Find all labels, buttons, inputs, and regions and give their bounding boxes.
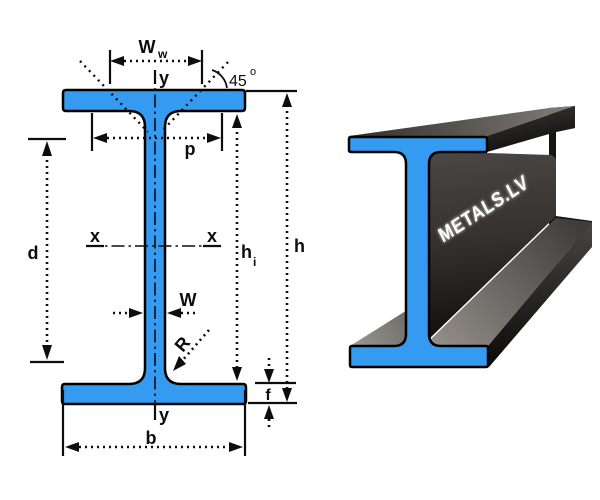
arrowhead — [188, 56, 202, 66]
label-d: d — [28, 243, 39, 263]
dimension-r: R — [171, 329, 210, 371]
dimension-d: d — [28, 137, 66, 364]
dimension-b: b — [61, 390, 247, 456]
arrowhead — [264, 405, 274, 419]
arrowhead — [65, 442, 79, 452]
dimension-hi: h i — [232, 114, 256, 381]
cross-section-diagram: W w y 45 o p d — [28, 37, 305, 456]
beam-top-flange-tip-face — [487, 106, 575, 152]
arrowhead — [282, 388, 292, 402]
weld-diagonal-right — [161, 61, 229, 132]
arrowhead — [232, 114, 242, 128]
arrowhead — [42, 345, 52, 360]
label-f: f — [265, 387, 271, 404]
label-ww-sub: w — [157, 47, 168, 61]
label-y-top: y — [159, 68, 169, 88]
label-h: h — [294, 236, 305, 256]
arrowhead — [282, 93, 292, 107]
arrowhead — [93, 133, 107, 143]
arrowhead — [129, 308, 143, 318]
angle-arc — [211, 69, 228, 89]
dimension-p: p — [90, 113, 224, 159]
label-hi: h — [241, 242, 252, 262]
label-b: b — [146, 428, 157, 448]
arrowhead — [173, 356, 186, 371]
beam-top-surface — [349, 106, 575, 136]
profile-shape — [60, 88, 248, 406]
beam-bottom-surface-left — [350, 307, 412, 346]
label-ww: W — [139, 37, 156, 57]
dimension-f: f — [255, 358, 296, 430]
label-x-right: x — [207, 226, 217, 246]
dimension-h: h — [246, 89, 305, 405]
arrowhead — [264, 369, 274, 383]
label-45: 45 — [229, 73, 247, 90]
beam-web-face — [429, 153, 556, 339]
label-y-bottom: y — [159, 405, 169, 425]
arrowhead — [42, 141, 52, 156]
label-45-degree: o — [250, 66, 256, 78]
arrowhead — [167, 308, 181, 318]
angle-45: 45 o — [211, 66, 256, 90]
beam-3d-render: METALS.LV METALS.LV — [347, 106, 592, 369]
arrowhead — [229, 442, 243, 452]
label-hi-sub: i — [253, 255, 256, 269]
arrowhead — [207, 133, 221, 143]
dimension-ww: W w — [108, 37, 204, 84]
beam-bottom-surface-right — [429, 218, 592, 346]
label-w: W — [180, 290, 197, 310]
label-x-left: x — [90, 226, 100, 246]
label-p: p — [185, 139, 196, 159]
beam-front-face — [347, 135, 490, 369]
arrowhead — [232, 367, 242, 381]
dimension-w: W — [113, 290, 197, 318]
beam-bottom-flange-tip-face — [488, 222, 592, 367]
x-axis-labels: x x — [86, 226, 221, 248]
arrowhead — [110, 56, 124, 66]
label-r: R — [171, 333, 195, 356]
